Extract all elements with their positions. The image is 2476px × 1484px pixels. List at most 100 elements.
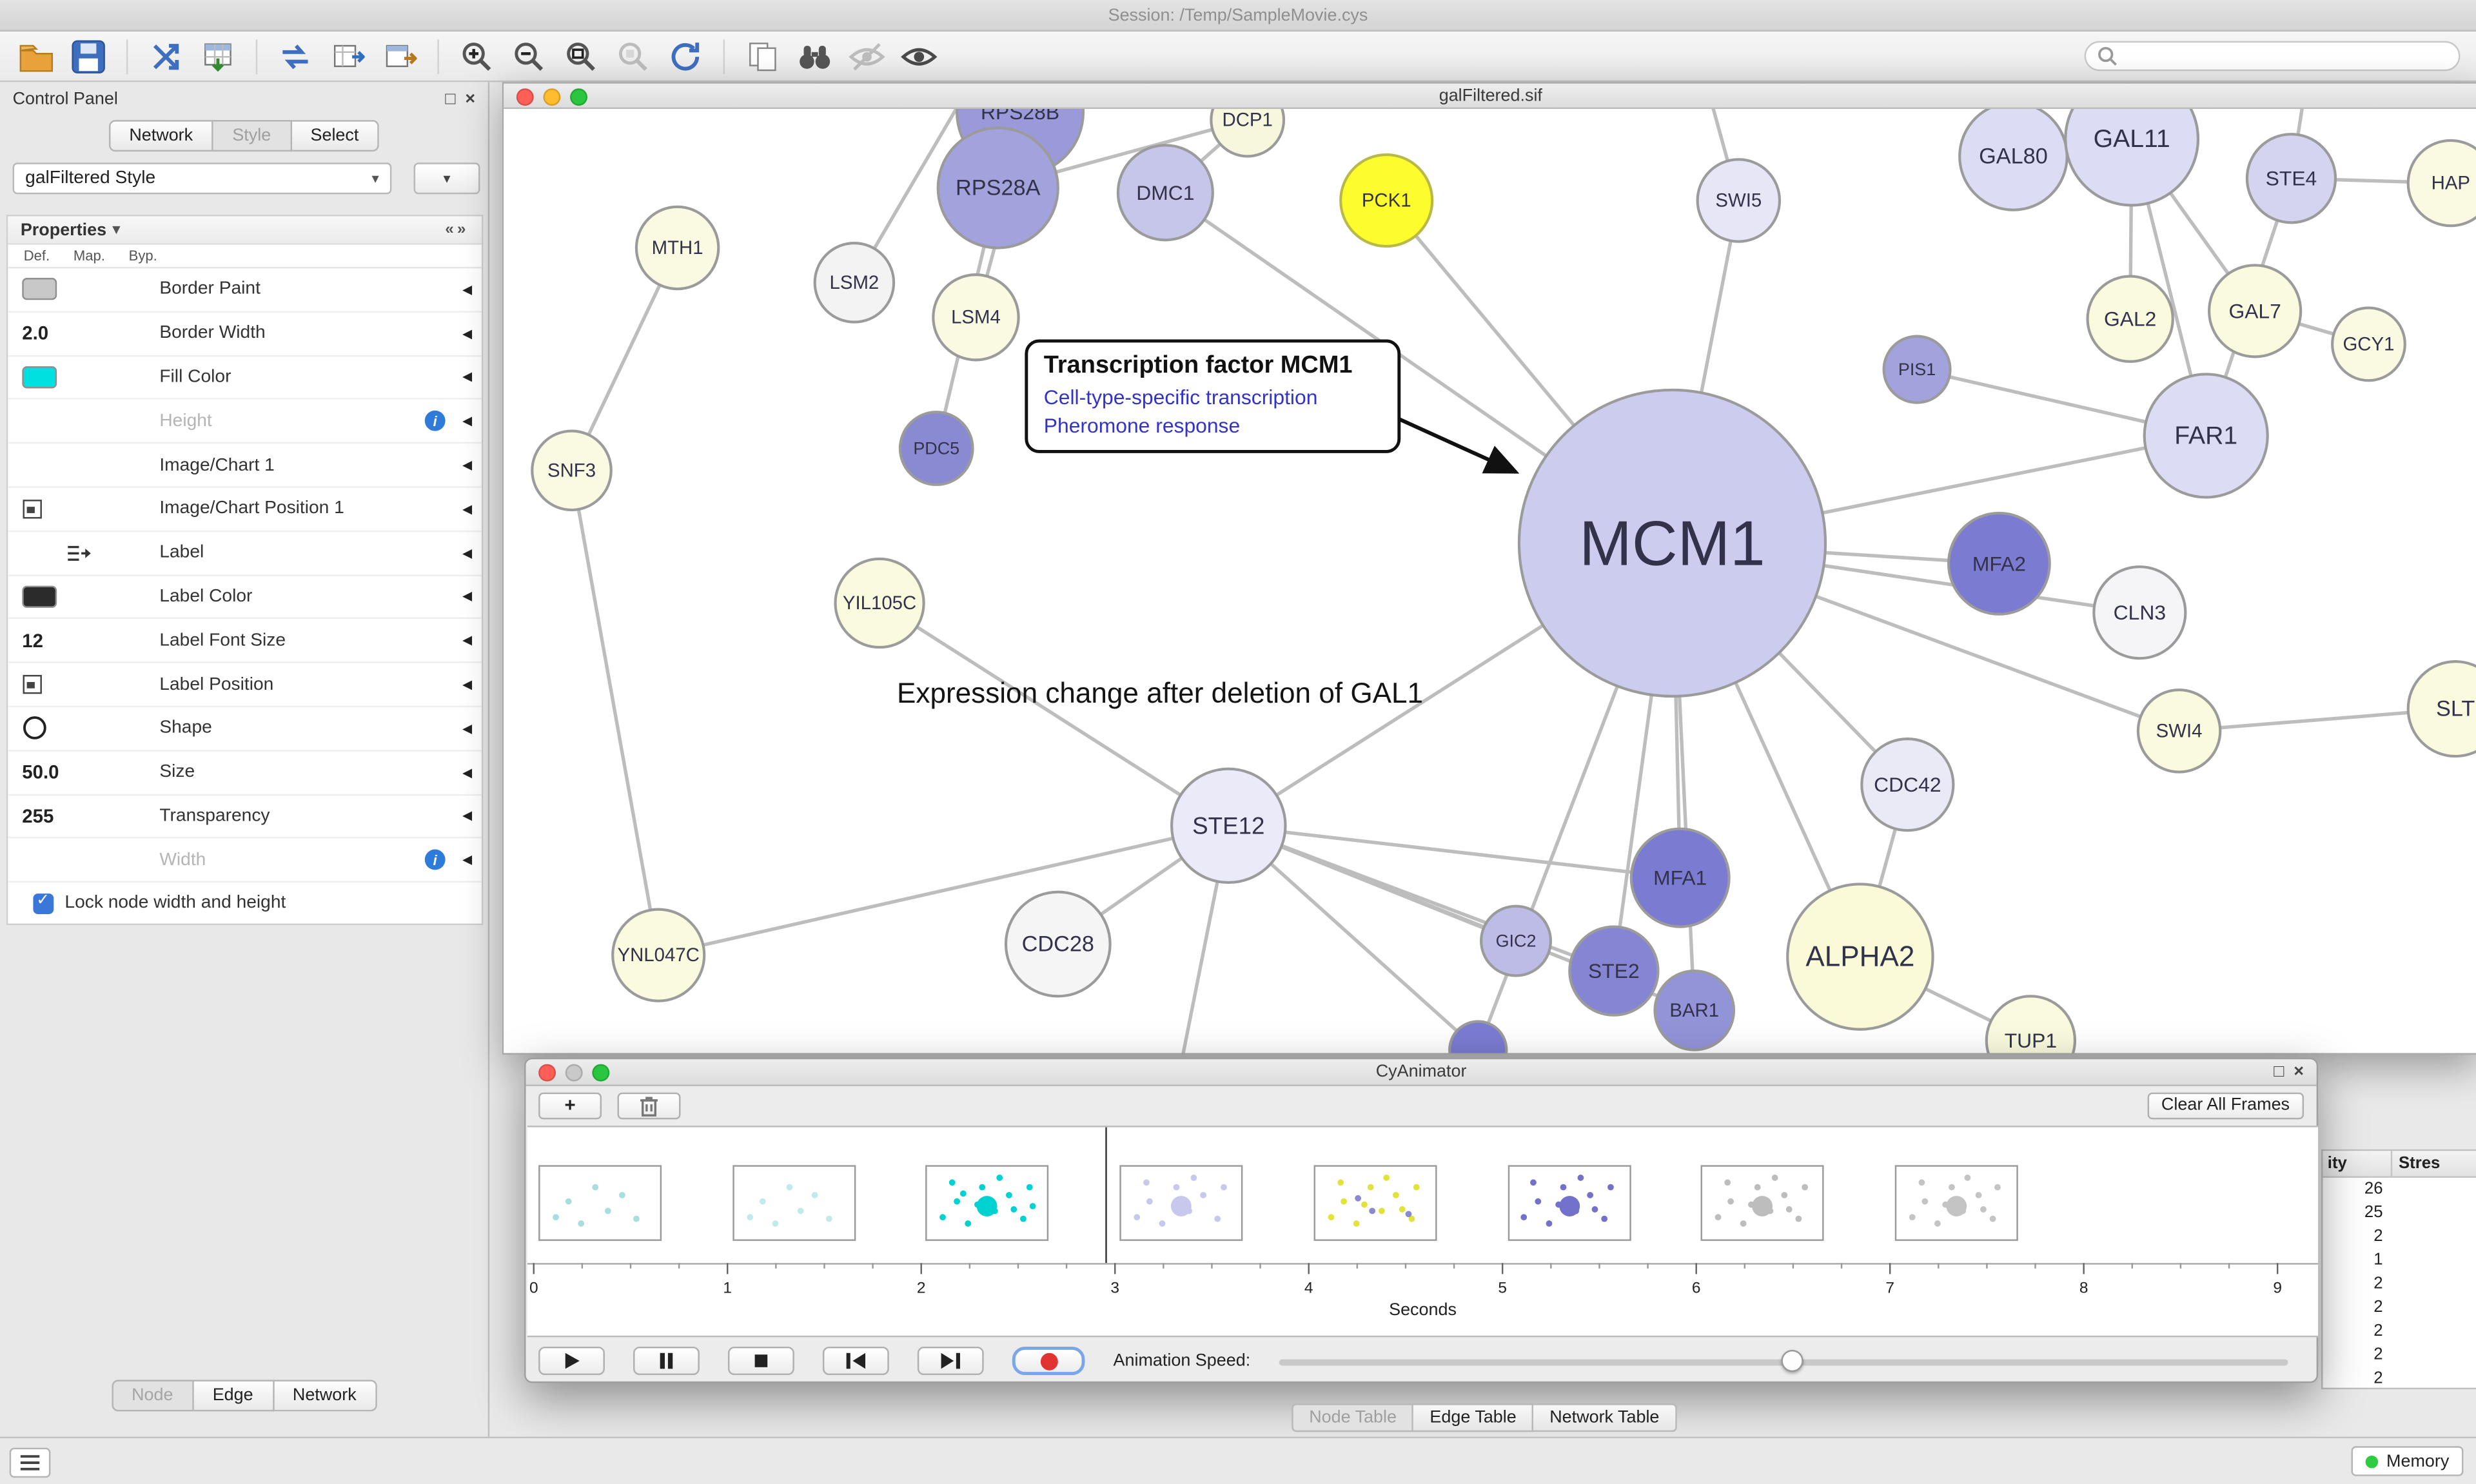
zoom-in-icon[interactable] [457, 35, 498, 77]
default-value-cell[interactable] [8, 499, 64, 520]
tab-edge-table[interactable]: Edge Table [1413, 1403, 1534, 1432]
frame-thumbnail-5[interactable] [1313, 1165, 1437, 1241]
show-graphics-details-icon[interactable] [898, 35, 939, 77]
frame-thumbnail-1[interactable] [538, 1165, 662, 1241]
expand-property-icon[interactable]: ◀ [462, 808, 473, 824]
minimize-window-icon[interactable] [543, 87, 561, 105]
node-STE2[interactable] [1568, 925, 1660, 1017]
stop-button[interactable] [727, 1346, 794, 1376]
node-YIL105C[interactable] [834, 557, 925, 649]
property-fill-color[interactable]: Fill Color◀ [8, 356, 482, 400]
frame-thumbnail-6[interactable] [1507, 1165, 1631, 1241]
default-value-cell[interactable] [8, 674, 64, 695]
import-table-icon[interactable] [197, 35, 239, 77]
style-options-button[interactable]: ▾ [413, 162, 480, 195]
tab-network-table[interactable]: Network Table [1533, 1403, 1677, 1432]
node-PCK1[interactable] [1339, 153, 1434, 248]
default-value-cell[interactable]: 255 [22, 805, 54, 828]
export-network-icon[interactable] [327, 35, 368, 77]
export-table-icon[interactable] [379, 35, 420, 77]
node-GAL7[interactable] [2208, 264, 2303, 358]
default-value-cell[interactable] [8, 278, 64, 301]
frame-thumbnail-7[interactable] [1701, 1165, 1825, 1241]
node-DCP1[interactable] [1210, 108, 1286, 158]
annotation-link-1[interactable]: Cell-type-specific transcription [1043, 385, 1318, 409]
node-SLT[interactable] [2406, 660, 2476, 758]
network-window-titlebar[interactable]: galFiltered.sif [504, 83, 2476, 109]
node-GIC2[interactable] [1480, 904, 1552, 977]
expand-property-icon[interactable]: ◀ [462, 853, 473, 868]
default-value-cell[interactable] [8, 585, 64, 608]
close-window-icon[interactable] [538, 1063, 556, 1081]
add-frame-button[interactable]: + [538, 1091, 602, 1119]
default-value-cell[interactable]: 2.0 [22, 322, 49, 345]
delete-frame-button[interactable] [617, 1091, 681, 1119]
save-session-icon[interactable] [68, 35, 109, 77]
default-value-cell[interactable]: 12 [22, 629, 44, 652]
edge-ste12-ynl047c[interactable] [658, 824, 1229, 957]
edge-lsm2-310-40[interactable] [852, 108, 994, 284]
pause-button[interactable] [633, 1346, 700, 1376]
expand-property-icon[interactable]: ◀ [462, 545, 473, 560]
last-frame-button[interactable] [917, 1346, 984, 1376]
node-STE4[interactable] [2245, 133, 2337, 224]
node-GCY1[interactable] [2331, 306, 2406, 382]
expand-property-icon[interactable]: ◀ [462, 458, 473, 473]
zoom-window-icon[interactable] [570, 87, 588, 105]
clear-all-frames-button[interactable]: Clear All Frames [2147, 1091, 2304, 1119]
node-ALPHA2[interactable] [1786, 883, 1934, 1031]
property-label-position[interactable]: Label Position◀ [8, 663, 482, 708]
node-PDC5[interactable] [898, 411, 974, 486]
frame-thumbnail-3[interactable] [926, 1165, 1050, 1241]
style-tab-edge[interactable]: Edge [193, 1380, 274, 1412]
default-value-cell[interactable] [8, 716, 64, 741]
playhead[interactable] [1105, 1127, 1107, 1264]
node-CLN3[interactable] [2092, 565, 2187, 660]
expand-property-icon[interactable]: ◀ [462, 502, 473, 516]
expand-property-icon[interactable]: ◀ [462, 326, 473, 341]
lock-size-row[interactable]: Lock node width and height [8, 883, 482, 924]
expand-property-icon[interactable]: ◀ [462, 633, 473, 648]
close-window-icon[interactable]: × [2294, 1062, 2304, 1082]
node-SWI4[interactable] [2136, 688, 2222, 774]
color-swatch[interactable] [22, 585, 57, 608]
slider-thumb[interactable] [1781, 1349, 1803, 1372]
expand-property-icon[interactable]: ◀ [462, 589, 473, 604]
property-image-chart-position-1[interactable]: Image/Chart Position 1◀ [8, 488, 482, 532]
import-network-icon[interactable] [145, 35, 186, 77]
node-CDC28[interactable] [1004, 890, 1112, 998]
swap-networks-icon[interactable] [275, 35, 316, 77]
node-SNF3[interactable] [531, 429, 613, 512]
tab-network[interactable]: Network [108, 120, 213, 152]
node-YNL047C[interactable] [611, 908, 706, 1002]
zoom-window-icon[interactable] [592, 1063, 610, 1081]
node-PIS1[interactable] [1882, 335, 1952, 404]
copy-icon[interactable] [742, 35, 783, 77]
collapse-expand-icons[interactable]: «» [445, 220, 469, 239]
zoom-fit-icon[interactable] [560, 35, 602, 77]
search-input[interactable] [2084, 41, 2461, 72]
cyanimator-titlebar[interactable]: CyAnimator □× [526, 1059, 2317, 1086]
node-BAR1[interactable] [1653, 970, 1736, 1051]
style-select[interactable]: galFiltered Style ▾ [12, 162, 392, 195]
node-DMC1[interactable] [1116, 144, 1214, 242]
expand-property-icon[interactable]: ◀ [462, 765, 473, 779]
properties-header[interactable]: Properties ▾ «» [8, 216, 482, 245]
float-window-icon[interactable]: □ [2274, 1062, 2284, 1082]
tab-select[interactable]: Select [291, 120, 380, 152]
edge-ste12-mfa1[interactable] [1228, 824, 1681, 880]
expand-property-icon[interactable]: ◀ [462, 282, 473, 297]
close-window-icon[interactable] [516, 87, 534, 105]
close-panel-icon[interactable]: × [465, 89, 476, 108]
property-border-paint[interactable]: Border Paint◀ [8, 268, 482, 313]
node-N1[interactable] [1448, 1020, 1508, 1053]
expand-property-icon[interactable]: ◀ [462, 414, 473, 429]
node-MTH1[interactable] [634, 205, 720, 291]
expand-property-icon[interactable]: ◀ [462, 721, 473, 736]
